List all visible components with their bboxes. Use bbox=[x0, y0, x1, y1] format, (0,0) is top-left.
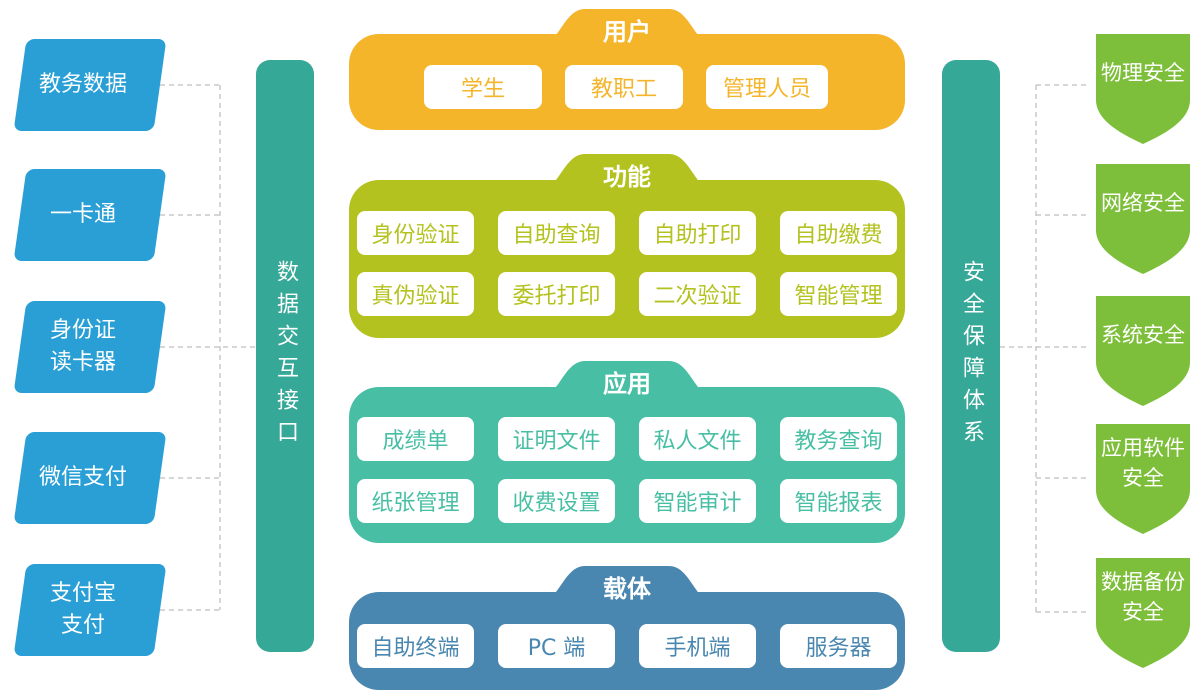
shield-application-software-security: 应用软件 安全 bbox=[1088, 420, 1198, 536]
function-item: 真伪验证 bbox=[357, 272, 474, 316]
function-item: 智能管理 bbox=[780, 272, 897, 316]
function-item: 委托打印 bbox=[498, 272, 615, 316]
shield-data-backup-security: 数据备份 安全 bbox=[1088, 554, 1198, 670]
source-wechat-pay: 微信支付 bbox=[6, 432, 167, 524]
layer-carrier-tab: 载体 bbox=[537, 562, 717, 604]
shield-label: 物理安全 bbox=[1101, 61, 1185, 85]
security-system-bar: 安全保障体系 bbox=[942, 60, 1000, 652]
shield-label: 数据备份 安全 bbox=[1101, 570, 1185, 624]
function-item: 自助查询 bbox=[498, 211, 615, 255]
source-label: 教务数据 bbox=[38, 72, 127, 97]
data-interface-label: 数据交互接口 bbox=[273, 260, 298, 452]
carrier-item: PC 端 bbox=[498, 624, 615, 668]
shield-system-security: 系统安全 bbox=[1088, 292, 1198, 408]
application-item: 智能审计 bbox=[639, 479, 756, 523]
layer-application-tab: 应用 bbox=[537, 357, 717, 399]
application-item: 证明文件 bbox=[498, 417, 615, 461]
carrier-item: 自助终端 bbox=[357, 624, 474, 668]
security-system-label: 安全保障体系 bbox=[959, 260, 984, 452]
function-item: 二次验证 bbox=[639, 272, 756, 316]
source-label: 微信支付 bbox=[38, 465, 127, 490]
user-item-staff: 教职工 bbox=[565, 65, 683, 109]
layer-user-tab: 用户 bbox=[537, 5, 717, 47]
source-academic-data: 教务数据 bbox=[6, 39, 167, 131]
layer-function-tab: 功能 bbox=[537, 150, 717, 192]
function-item: 身份验证 bbox=[357, 211, 474, 255]
source-campus-card: 一卡通 bbox=[6, 169, 167, 261]
shield-label: 应用软件 安全 bbox=[1101, 436, 1185, 490]
user-item-student: 学生 bbox=[424, 65, 542, 109]
application-item: 成绩单 bbox=[357, 417, 474, 461]
source-label: 支付宝 支付 bbox=[49, 581, 116, 638]
shield-label: 网络安全 bbox=[1101, 191, 1185, 215]
layer-carrier-title: 载体 bbox=[603, 574, 651, 603]
application-item: 教务查询 bbox=[780, 417, 897, 461]
shield-label: 系统安全 bbox=[1101, 323, 1185, 347]
source-id-card-reader: 身份证 读卡器 bbox=[6, 301, 167, 393]
function-item: 自助打印 bbox=[639, 211, 756, 255]
shield-network-security: 网络安全 bbox=[1088, 160, 1198, 276]
source-label: 身份证 读卡器 bbox=[49, 318, 116, 375]
user-item-admin: 管理人员 bbox=[706, 65, 828, 109]
layer-user-title: 用户 bbox=[603, 17, 651, 46]
carrier-item: 手机端 bbox=[639, 624, 756, 668]
source-alipay: 支付宝 支付 bbox=[6, 564, 167, 656]
application-item: 纸张管理 bbox=[357, 479, 474, 523]
application-item: 收费设置 bbox=[498, 479, 615, 523]
function-item: 自助缴费 bbox=[780, 211, 897, 255]
layer-function-title: 功能 bbox=[603, 162, 651, 191]
source-label: 一卡通 bbox=[49, 202, 116, 227]
layer-application-title: 应用 bbox=[603, 369, 651, 398]
application-item: 智能报表 bbox=[780, 479, 897, 523]
data-interface-bar: 数据交互接口 bbox=[256, 60, 314, 652]
application-item: 私人文件 bbox=[639, 417, 756, 461]
carrier-item: 服务器 bbox=[780, 624, 897, 668]
shield-physical-security: 物理安全 bbox=[1088, 30, 1198, 146]
